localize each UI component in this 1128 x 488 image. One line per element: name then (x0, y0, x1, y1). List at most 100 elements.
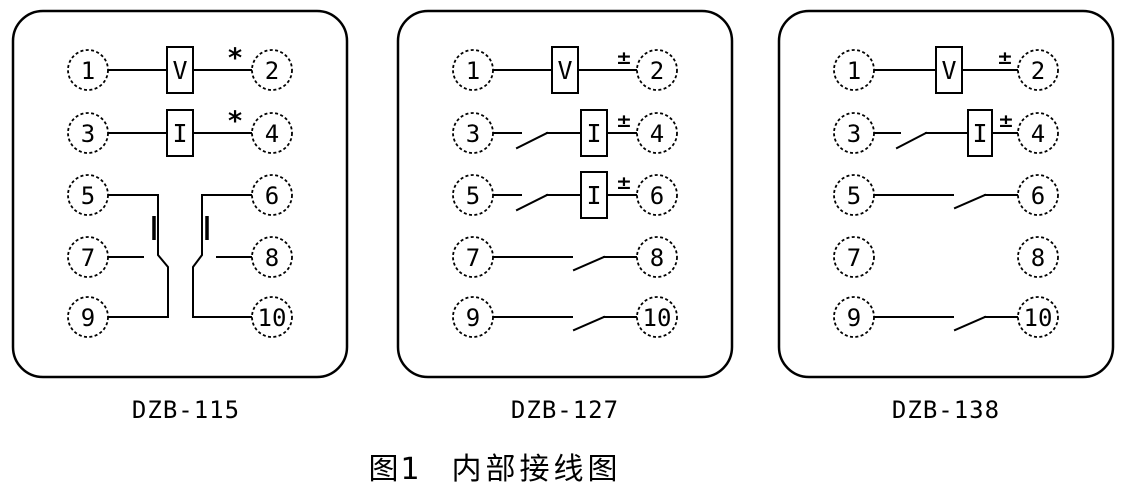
polarity-mark: ± (616, 47, 632, 69)
terminal-8: 8 (251, 236, 293, 278)
voltage-element-label: V (172, 56, 187, 85)
polarity-mark: ± (616, 172, 632, 194)
svg-text:9: 9 (81, 304, 95, 332)
terminal-9: 9 (67, 296, 109, 338)
svg-text:8: 8 (265, 244, 279, 272)
polarity-mark: ± (998, 110, 1014, 132)
panel-label-dzb-127: DZB-127 (510, 396, 620, 424)
terminal-4: 4 (1017, 112, 1059, 154)
row-contact-7-8 (492, 255, 638, 272)
row-current-element: I * (107, 106, 253, 157)
row-contact-9-10 (873, 315, 1019, 332)
relay-panel-dzb-115: V * I * 1 2 3 4 5 (11, 9, 349, 379)
panel-label-dzb-138: DZB-138 (891, 396, 1001, 424)
current-element-label: I (972, 119, 987, 148)
svg-text:3: 3 (466, 120, 480, 148)
svg-text:2: 2 (650, 57, 664, 85)
panel-label-dzb-115: DZB-115 (131, 396, 241, 424)
svg-text:10: 10 (1024, 304, 1053, 332)
svg-text:2: 2 (265, 57, 279, 85)
current-element-box (580, 109, 608, 157)
row-voltage-element: V ± (492, 46, 638, 94)
terminal-7: 7 (833, 236, 875, 278)
figure-title: 内部接线图 (451, 452, 622, 487)
voltage-element-box (551, 46, 579, 94)
figure-number: 图1 (368, 452, 422, 487)
polarity-mark: * (228, 43, 242, 74)
terminal-2: 2 (1017, 49, 1059, 91)
terminal-6: 6 (1017, 174, 1059, 216)
row-current-element-2: I ± (492, 171, 638, 219)
terminal-2: 2 (636, 49, 678, 91)
terminal-5: 5 (67, 174, 109, 216)
contact-blade (107, 194, 169, 318)
current-element-box (580, 171, 608, 219)
terminal-6: 6 (251, 174, 293, 216)
row-contact-9-10 (492, 315, 638, 332)
current-element-label: I (172, 119, 187, 148)
polarity-mark: ± (997, 47, 1013, 69)
figure-caption: 图1 内部接线图 (330, 444, 660, 488)
voltage-element-box (935, 46, 963, 94)
svg-text:1: 1 (847, 57, 861, 85)
svg-text:1: 1 (81, 57, 95, 85)
terminal-2: 2 (251, 49, 293, 91)
switch-blade (515, 193, 549, 212)
current-element-box (166, 109, 194, 157)
terminal-10: 10 (636, 296, 678, 338)
terminal-3: 3 (67, 112, 109, 154)
svg-text:4: 4 (650, 120, 664, 148)
svg-text:9: 9 (466, 304, 480, 332)
svg-text:6: 6 (1031, 182, 1045, 210)
terminal-8: 8 (1017, 236, 1059, 278)
svg-text:4: 4 (1031, 120, 1045, 148)
svg-text:7: 7 (466, 244, 480, 272)
svg-text:2: 2 (1031, 57, 1045, 85)
relay-panel-dzb-127: V ± I ± I ± (396, 9, 734, 379)
contact-blade (192, 194, 253, 318)
svg-text:10: 10 (258, 304, 287, 332)
row-current-element: I ± (873, 109, 1019, 157)
row-voltage-element: V * (107, 43, 253, 94)
svg-text:6: 6 (265, 182, 279, 210)
svg-text:8: 8 (650, 244, 664, 272)
row-voltage-element: V ± (873, 46, 1019, 94)
relay-panel-dzb-138: V ± I ± 1 2 3 4 (777, 9, 1115, 379)
svg-text:3: 3 (847, 120, 861, 148)
terminal-5: 5 (833, 174, 875, 216)
terminal-10: 10 (251, 296, 293, 338)
terminal-1: 1 (833, 49, 875, 91)
terminal-4: 4 (636, 112, 678, 154)
relay-case-outline (777, 9, 1115, 379)
relay-case-outline (396, 9, 734, 379)
terminal-4: 4 (251, 112, 293, 154)
svg-text:4: 4 (265, 120, 279, 148)
svg-text:7: 7 (81, 244, 95, 272)
switch-blade (515, 131, 549, 150)
changeover-contact-left (107, 194, 169, 318)
terminal-9: 9 (452, 296, 494, 338)
terminal-3: 3 (452, 112, 494, 154)
svg-text:9: 9 (847, 304, 861, 332)
svg-text:1: 1 (466, 57, 480, 85)
voltage-element-box (166, 46, 194, 94)
current-element-label: I (586, 181, 601, 210)
switch-blade (895, 131, 928, 150)
voltage-element-label: V (941, 56, 956, 85)
svg-text:5: 5 (847, 182, 861, 210)
switch-blade (572, 315, 606, 332)
terminal-9: 9 (833, 296, 875, 338)
svg-text:5: 5 (81, 182, 95, 210)
svg-text:7: 7 (847, 244, 861, 272)
svg-text:5: 5 (466, 182, 480, 210)
voltage-element-label: V (557, 56, 572, 85)
svg-text:3: 3 (81, 120, 95, 148)
terminal-3: 3 (833, 112, 875, 154)
terminal-5: 5 (452, 174, 494, 216)
current-element-label: I (586, 119, 601, 148)
switch-blade (572, 255, 606, 272)
row-contact-5-6 (873, 193, 1019, 210)
terminal-6: 6 (636, 174, 678, 216)
switch-blade (953, 193, 987, 210)
